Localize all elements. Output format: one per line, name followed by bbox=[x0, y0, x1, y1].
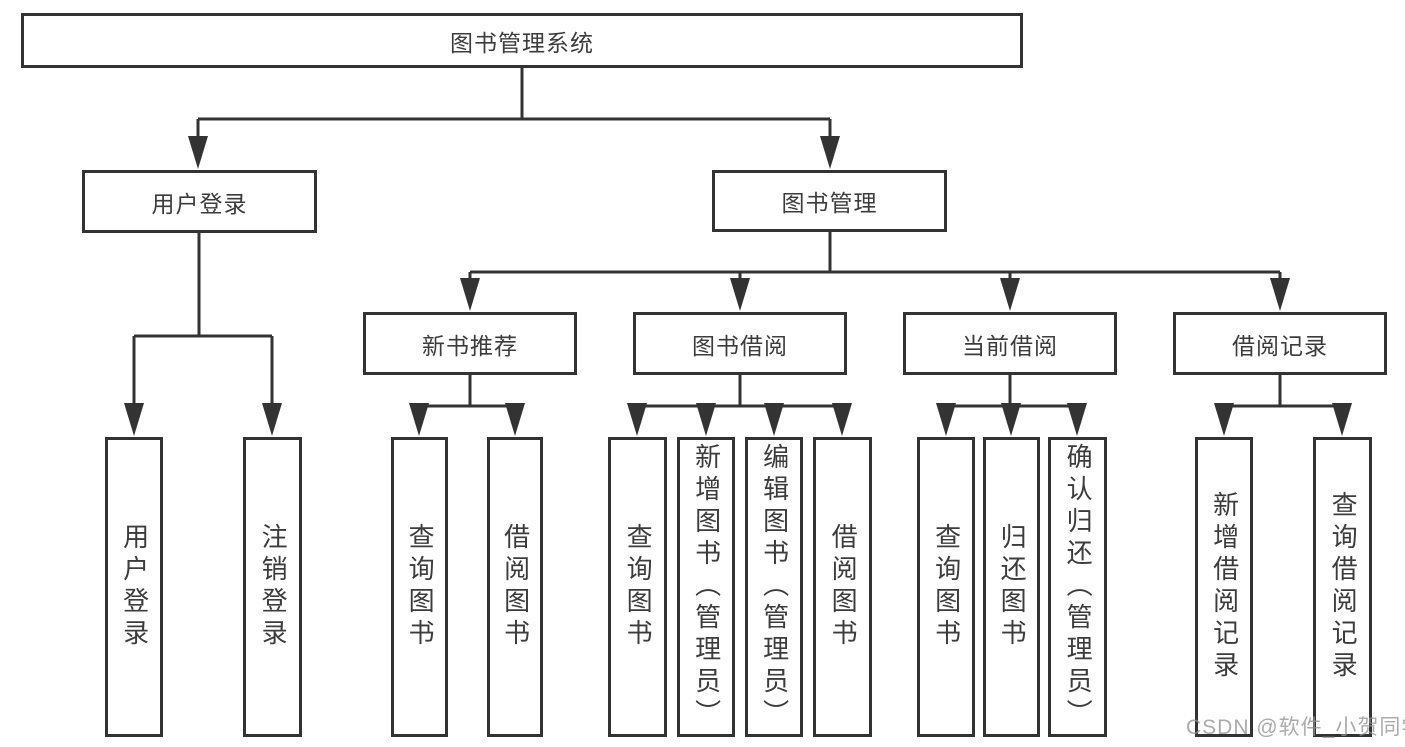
leaf-borrow-edit-book-label: 编辑图书（管理员） bbox=[759, 443, 790, 731]
leaf-current-query-book: 查询图书 bbox=[917, 437, 975, 737]
leaf-recommend-query-book-label: 查询图书 bbox=[405, 523, 436, 651]
leaf-borrow-query-book-label: 查询图书 bbox=[623, 523, 654, 651]
leaf-records-add-record: 新增借阅记录 bbox=[1195, 437, 1253, 737]
node-current-borrow: 当前借阅 bbox=[903, 312, 1117, 375]
leaf-logout-login: 注销登录 bbox=[243, 437, 302, 737]
leaf-recommend-borrow-book: 借阅图书 bbox=[487, 437, 543, 737]
leaf-user-login-label: 用户登录 bbox=[119, 523, 150, 651]
leaf-current-query-book-label: 查询图书 bbox=[931, 523, 962, 651]
leaf-borrow-add-book: 新增图书（管理员） bbox=[677, 437, 735, 737]
node-user-login: 用户登录 bbox=[82, 170, 317, 233]
leaf-recommend-query-book: 查询图书 bbox=[391, 437, 448, 737]
node-book-management: 图书管理 bbox=[712, 170, 947, 232]
watermark: CSDN @软件_小贺同学 bbox=[1186, 716, 1405, 739]
leaf-current-return-book-label: 归还图书 bbox=[997, 523, 1028, 651]
leaf-user-login: 用户登录 bbox=[105, 437, 163, 737]
leaf-borrow-edit-book: 编辑图书（管理员） bbox=[745, 437, 803, 737]
leaf-current-confirm-return: 确认归还（管理员） bbox=[1048, 437, 1107, 737]
leaf-recommend-borrow-book-label: 借阅图书 bbox=[500, 523, 531, 651]
leaf-borrow-borrow-book: 借阅图书 bbox=[813, 437, 872, 737]
connector-book-management-children bbox=[468, 232, 1282, 302]
leaf-borrow-add-book-label: 新增图书（管理员） bbox=[691, 443, 722, 731]
leaf-borrow-borrow-book-label: 借阅图书 bbox=[828, 523, 859, 651]
leaf-borrow-query-book: 查询图书 bbox=[608, 437, 667, 737]
arrowheads bbox=[124, 136, 1352, 436]
node-root: 图书管理系统 bbox=[21, 13, 1023, 68]
connector-root-to-level2 bbox=[196, 68, 832, 160]
leaf-records-query-record: 查询借阅记录 bbox=[1313, 437, 1372, 737]
connector-new-book-recommend-children bbox=[417, 375, 517, 428]
leaf-current-confirm-return-label: 确认归还（管理员） bbox=[1063, 443, 1094, 731]
leaf-current-return-book: 归还图书 bbox=[983, 437, 1040, 737]
leaf-records-add-record-label: 新增借阅记录 bbox=[1209, 491, 1240, 683]
node-new-book-recommend: 新书推荐 bbox=[363, 312, 577, 375]
leaf-logout-login-label: 注销登录 bbox=[258, 523, 289, 651]
node-borrow-records: 借阅记录 bbox=[1173, 312, 1387, 375]
node-book-borrow: 图书借阅 bbox=[633, 312, 847, 375]
leaf-records-query-record-label: 查询借阅记录 bbox=[1328, 491, 1359, 683]
connector-user-login-children bbox=[132, 233, 274, 428]
connector-book-borrow-children bbox=[635, 375, 844, 428]
connector-borrow-records-children bbox=[1222, 375, 1344, 428]
